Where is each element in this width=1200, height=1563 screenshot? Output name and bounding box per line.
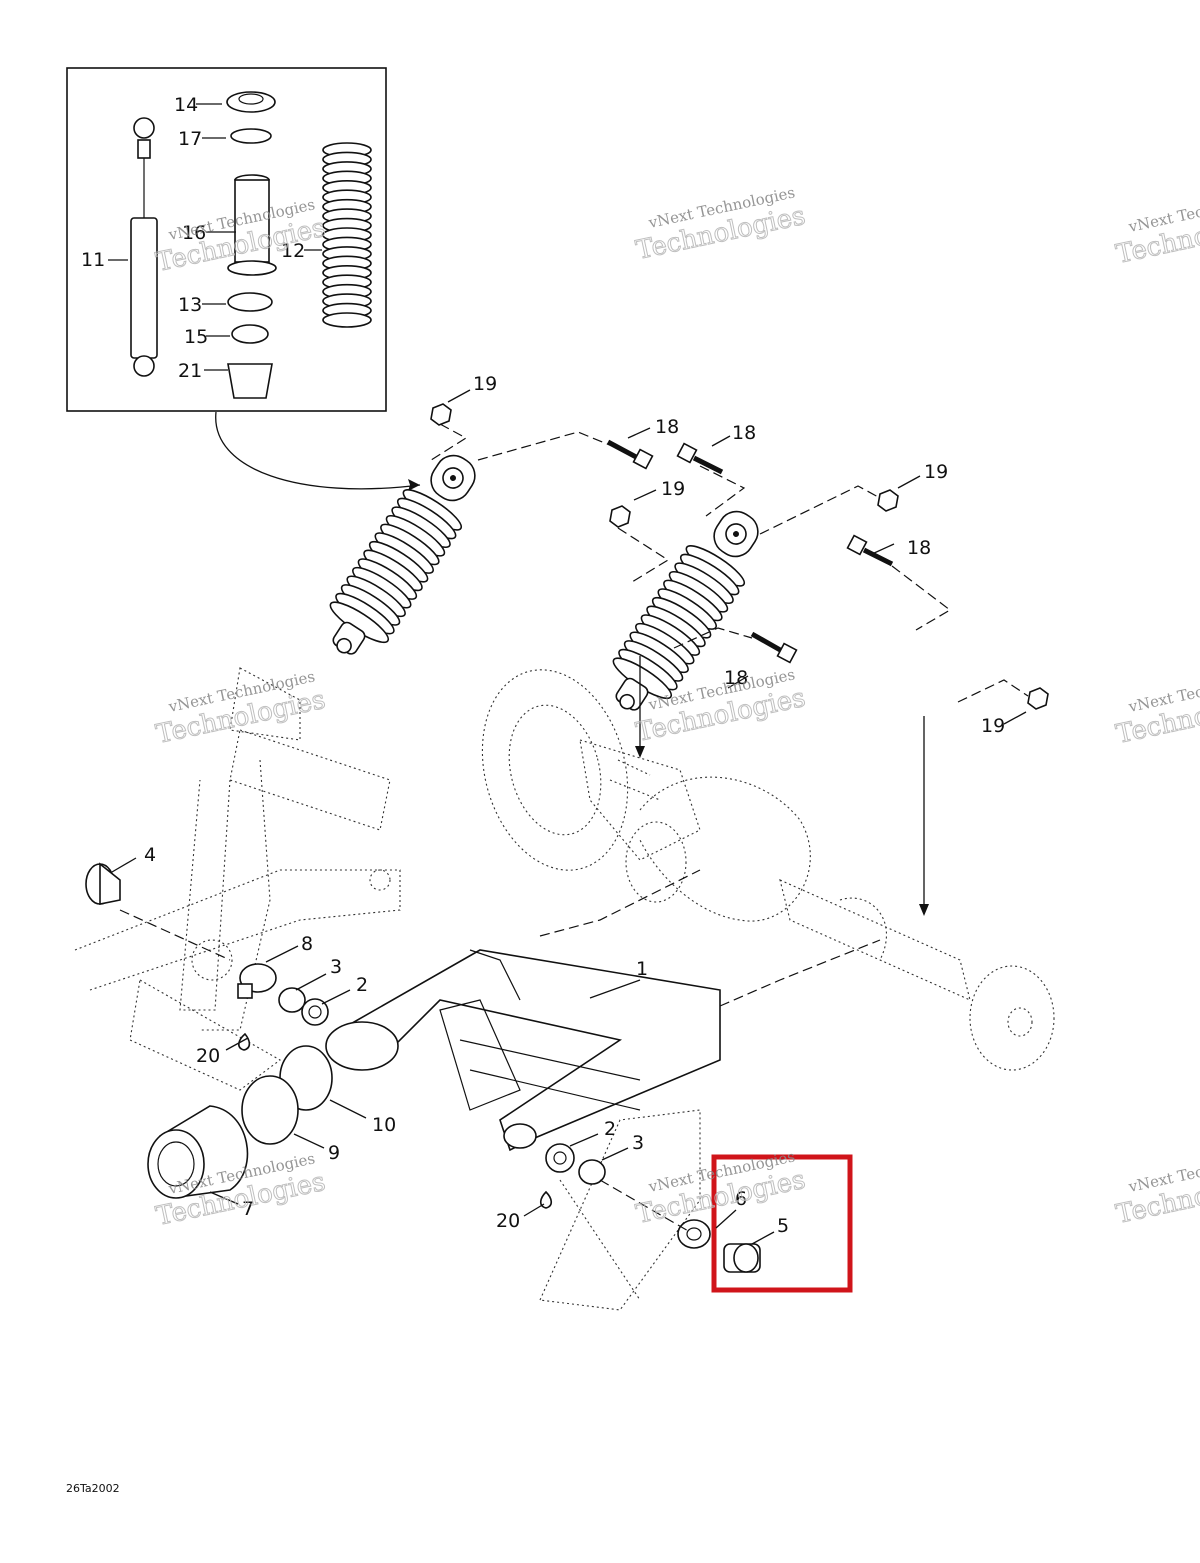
coil-spring-part bbox=[322, 142, 372, 328]
callout-6: 6 bbox=[735, 1188, 747, 1210]
callout-10: 10 bbox=[372, 1114, 396, 1136]
shock-detail-inset bbox=[66, 67, 387, 412]
callout-3: 3 bbox=[632, 1132, 644, 1154]
callout-2: 2 bbox=[604, 1118, 616, 1140]
callout-9: 9 bbox=[328, 1142, 340, 1164]
callout-leaders bbox=[111, 389, 1027, 1245]
frame-structure bbox=[74, 667, 701, 1311]
washer-part bbox=[230, 128, 272, 144]
bolt-part bbox=[750, 631, 798, 664]
collar-part bbox=[231, 324, 269, 344]
callout-7: 7 bbox=[242, 1198, 254, 1220]
callout-15: 15 bbox=[184, 326, 208, 348]
callout-2: 2 bbox=[356, 974, 368, 996]
callout-12: 12 bbox=[281, 240, 305, 262]
callout-18: 18 bbox=[724, 667, 748, 689]
pivot-nut-part bbox=[723, 1243, 761, 1273]
rear-axle-assembly bbox=[481, 669, 1055, 1071]
bearing-part bbox=[545, 1143, 575, 1173]
callout-21: 21 bbox=[178, 360, 202, 382]
callout-19: 19 bbox=[924, 461, 948, 483]
callout-labels: 14 17 16 12 11 13 15 21 19 18 18 19 19 1… bbox=[81, 94, 1005, 1237]
drawing-code: 26Ta2002 bbox=[66, 1482, 120, 1495]
swing-arm-part bbox=[325, 949, 721, 1152]
callout-13: 13 bbox=[178, 294, 202, 316]
ring-part bbox=[227, 292, 273, 312]
callout-8: 8 bbox=[301, 933, 313, 955]
shock-body-part bbox=[130, 117, 158, 377]
callout-1: 1 bbox=[636, 958, 648, 980]
inset-pointer-line bbox=[215, 411, 421, 490]
callout-5: 5 bbox=[777, 1215, 789, 1237]
adjuster-part bbox=[227, 363, 273, 399]
callout-17: 17 bbox=[178, 128, 202, 150]
spring-coil-turn bbox=[322, 312, 372, 328]
callout-19: 19 bbox=[981, 715, 1005, 737]
nut-part bbox=[609, 505, 631, 528]
left-shock-absorber bbox=[329, 454, 476, 655]
bushing-part bbox=[85, 862, 121, 905]
clamp-part bbox=[237, 963, 277, 999]
bolt-part bbox=[846, 534, 894, 567]
watermark: vNext Technologies Technologies bbox=[1113, 187, 1200, 270]
bolt-part bbox=[676, 442, 724, 475]
bolt-part bbox=[606, 439, 654, 470]
boot-clamp-part bbox=[241, 1075, 299, 1145]
highlight-box bbox=[711, 1154, 853, 1293]
callout-14: 14 bbox=[174, 94, 198, 116]
seal-part bbox=[578, 1159, 606, 1185]
callout-18: 18 bbox=[655, 416, 679, 438]
bump-stop-part bbox=[227, 174, 277, 276]
washer-part bbox=[677, 1219, 711, 1249]
nut-part bbox=[877, 489, 899, 512]
callout-20: 20 bbox=[496, 1210, 520, 1232]
protector-part bbox=[147, 1105, 249, 1199]
upper-seat-part bbox=[226, 91, 276, 113]
callout-16: 16 bbox=[182, 222, 206, 244]
watermark: vNext Technologies Technologies bbox=[633, 183, 809, 266]
watermark: vNext Technologies Technologies bbox=[1113, 1147, 1200, 1230]
callout-3: 3 bbox=[330, 956, 342, 978]
callout-19: 19 bbox=[661, 478, 685, 500]
nut-part bbox=[1027, 687, 1049, 710]
watermark: vNext Technologies Technologies bbox=[1113, 667, 1200, 750]
right-shock-absorber bbox=[612, 510, 759, 711]
callout-20: 20 bbox=[196, 1045, 220, 1067]
callout-18: 18 bbox=[907, 537, 931, 559]
nut-part bbox=[430, 403, 452, 426]
callout-11: 11 bbox=[81, 249, 105, 271]
callout-18: 18 bbox=[732, 422, 756, 444]
seal-part bbox=[278, 987, 306, 1013]
callout-19: 19 bbox=[473, 373, 497, 395]
callout-4: 4 bbox=[144, 844, 156, 866]
bearing-part bbox=[301, 998, 329, 1026]
